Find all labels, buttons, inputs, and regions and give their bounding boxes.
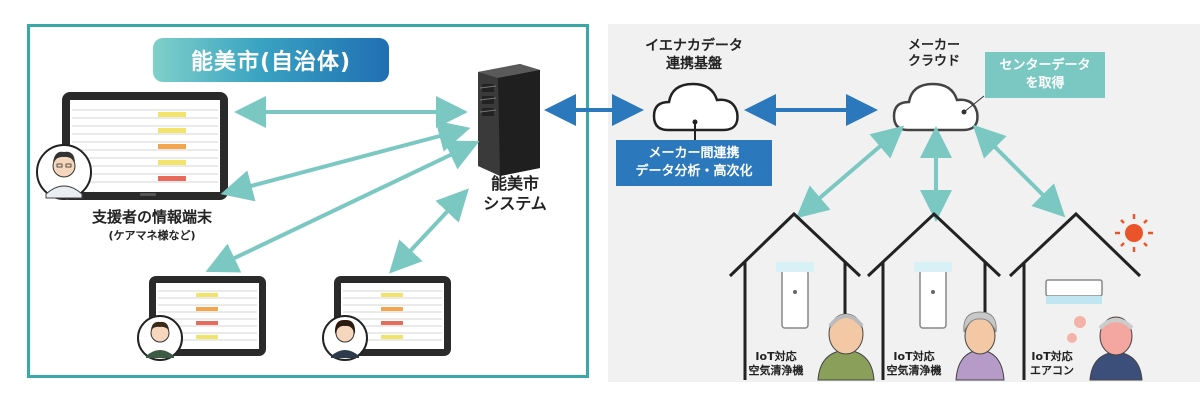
- system-label: 能美市 システム: [470, 174, 560, 214]
- maker-cloud-icon: [892, 82, 985, 132]
- center-data-note: センターデータ を取得: [985, 52, 1105, 98]
- doctor-avatar: [36, 144, 92, 200]
- terminal-label-sub: (ケアマネ様など): [108, 228, 196, 242]
- home-label-2: IoT対応 空気清浄機: [878, 350, 950, 378]
- elderly-hot-man-icon: [1067, 316, 1143, 381]
- maker-cloud-label-line2: クラウド: [907, 54, 960, 70]
- server-icon: [478, 64, 540, 176]
- air-purifier-icon-2: [914, 262, 952, 329]
- system-label-line2: システム: [483, 194, 547, 213]
- house-roof-2: [866, 211, 1002, 278]
- home-label-1-line1: IoT対応: [755, 350, 797, 363]
- platform-feature-line2: データ分析・高次化: [635, 164, 753, 179]
- arrow-tablet1-server: [205, 140, 480, 273]
- arrow-cloud-home3: [972, 124, 1066, 218]
- home-label-1: IoT対応 空気清浄機: [740, 350, 812, 378]
- cloud-home-arrows: [795, 124, 1066, 222]
- center-data-note-line2: を取得: [1025, 76, 1065, 91]
- home-label-3-line2: エアコン: [1030, 363, 1074, 377]
- home-label-3: IoT対応 エアコン: [1020, 350, 1084, 378]
- platform-label-line2: 連携基盤: [666, 55, 722, 72]
- sun-icon: [1115, 214, 1153, 252]
- terminal-label: 支援者の情報端末 (ケアマネ様など): [62, 208, 242, 243]
- arrow-terminal-server: [220, 120, 471, 202]
- platform-label: イエナカデータ 連携基盤: [630, 38, 758, 73]
- home-label-2-line1: IoT対応: [893, 350, 935, 363]
- platform-cloud-icon: [652, 82, 739, 140]
- platform-feature-box: メーカー間連携 データ分析・高次化: [616, 140, 772, 186]
- arrow-cloud-home1: [795, 125, 905, 219]
- maker-cloud-label-line1: メーカー: [907, 38, 960, 53]
- elderly-man-icon: [817, 313, 875, 381]
- platform-feature-line1: メーカー間連携: [648, 146, 740, 162]
- arrow-tablet2-server: [389, 188, 469, 274]
- elderly-woman-icon: [955, 311, 1005, 381]
- home-label-3-line1: IoT対応: [1031, 350, 1073, 363]
- platform-label-line1: イエナカデータ: [645, 38, 743, 54]
- supporter-avatar-1: [137, 315, 183, 361]
- supporter-tablet-large: [62, 92, 228, 200]
- system-label-line1: 能美市: [490, 174, 539, 193]
- house-roof-1: [728, 211, 862, 278]
- supporter-avatar-2: [322, 315, 368, 361]
- center-data-note-line1: センターデータ: [999, 58, 1091, 74]
- air-conditioner-icon: [1045, 279, 1103, 304]
- municipality-title: 能美市(自治体): [153, 38, 389, 82]
- municipality-arrows: [205, 96, 480, 274]
- house-roof-3: [1008, 211, 1142, 278]
- home-label-2-line2: 空気清浄機: [886, 363, 942, 377]
- terminal-label-main: 支援者の情報端末: [91, 208, 212, 226]
- maker-cloud-label: メーカー クラウド: [886, 38, 982, 71]
- municipality-frame: [27, 24, 589, 378]
- home-label-1-line2: 空気清浄機: [748, 363, 804, 377]
- air-purifier-icon-1: [776, 262, 814, 329]
